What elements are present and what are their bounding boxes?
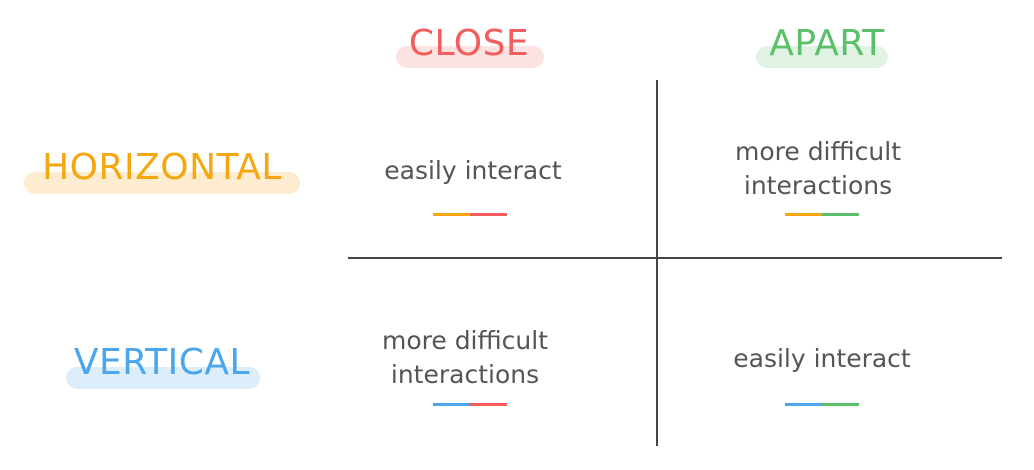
- underline-left: [785, 213, 822, 216]
- underline-left: [785, 403, 822, 406]
- cell-horizontal-close-underline: [433, 213, 507, 216]
- cell-vertical-apart-text: easily interact: [733, 344, 911, 373]
- column-header-apart: APART: [752, 16, 902, 72]
- cell-vertical-close-underline: [433, 403, 507, 406]
- underline-right: [822, 403, 859, 406]
- cell-horizontal-apart: more difficult interactions: [668, 135, 968, 203]
- cell-horizontal-apart-underline: [785, 213, 859, 216]
- cell-vertical-close-text: more difficult interactions: [381, 326, 549, 389]
- row-header-vertical-label: VERTICAL: [73, 342, 251, 383]
- horizontal-highlight: [24, 172, 300, 194]
- row-header-horizontal: HORIZONTAL: [22, 138, 302, 198]
- cell-horizontal-close: easily interact: [323, 154, 623, 188]
- column-header-close: CLOSE: [394, 16, 544, 72]
- vertical-highlight: [66, 367, 260, 389]
- cell-vertical-apart-underline: [785, 403, 859, 406]
- underline-right: [470, 213, 507, 216]
- underline-left: [433, 403, 470, 406]
- cell-vertical-apart: easily interact: [672, 342, 972, 376]
- apart-highlight: [756, 46, 888, 68]
- underline-left: [433, 213, 470, 216]
- underline-right: [470, 403, 507, 406]
- cell-horizontal-close-text: easily interact: [384, 156, 562, 185]
- column-header-apart-label: APART: [769, 23, 885, 64]
- column-header-close-label: CLOSE: [408, 23, 530, 64]
- row-header-vertical: VERTICAL: [62, 333, 262, 393]
- close-highlight: [396, 46, 544, 68]
- horizontal-divider: [348, 257, 1002, 259]
- cell-vertical-close: more difficult interactions: [315, 324, 615, 392]
- row-header-horizontal-label: HORIZONTAL: [42, 147, 282, 188]
- underline-right: [822, 213, 859, 216]
- cell-horizontal-apart-text: more difficult interactions: [734, 137, 902, 200]
- vertical-divider: [656, 80, 658, 446]
